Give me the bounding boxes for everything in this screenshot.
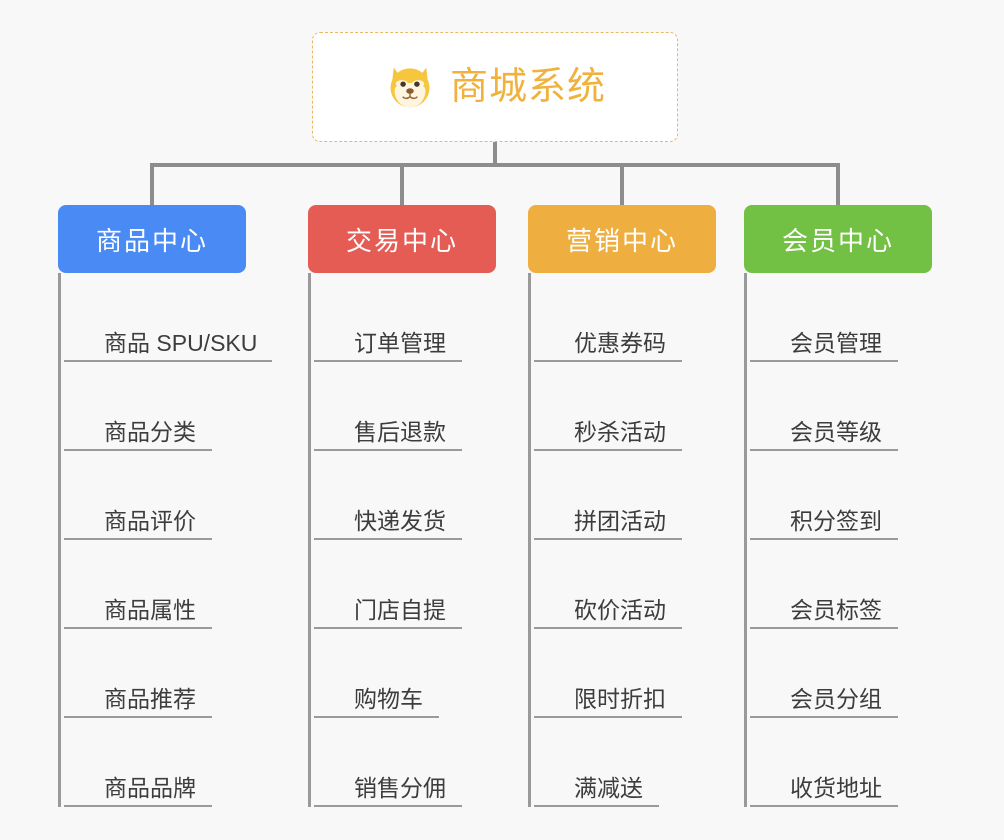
root-node[interactable]: 商城系统 <box>312 32 678 142</box>
category-header-4[interactable]: 会员中心 <box>744 205 932 273</box>
leaf-item[interactable]: 秒杀活动 <box>534 362 716 451</box>
connector-drop-1 <box>150 163 154 207</box>
leaf-item[interactable]: 商品属性 <box>64 540 246 629</box>
column-trade-center: 交易中心 订单管理 售后退款 快递发货 门店自提 购物车 销售分佣 <box>308 205 496 807</box>
leaf-label: 商品推荐 <box>104 685 196 712</box>
leaf-item[interactable]: 快递发货 <box>314 451 496 540</box>
category-header-label-4: 会员中心 <box>781 225 894 256</box>
leaf-item[interactable]: 购物车 <box>314 629 496 718</box>
leaf-label: 商品品牌 <box>104 774 196 801</box>
connector-drop-4 <box>836 163 840 207</box>
leaf-item[interactable]: 会员等级 <box>750 362 932 451</box>
leaf-label: 商品 SPU/SKU <box>104 329 258 356</box>
leaf-label: 满减送 <box>574 774 643 801</box>
leaf-label: 商品评价 <box>104 507 196 534</box>
leaf-label: 订单管理 <box>354 329 446 356</box>
leaf-label: 商品属性 <box>104 596 196 623</box>
dog-face-icon <box>390 67 430 108</box>
category-header-3[interactable]: 营销中心 <box>528 205 716 273</box>
leaf-label: 门店自提 <box>354 596 446 623</box>
leaf-item[interactable]: 销售分佣 <box>314 718 496 807</box>
leaf-item[interactable]: 订单管理 <box>314 273 496 362</box>
leaf-label: 拼团活动 <box>574 507 666 534</box>
leaf-item[interactable]: 门店自提 <box>314 540 496 629</box>
leaf-label: 秒杀活动 <box>574 418 666 445</box>
connector-drop-2 <box>400 163 404 207</box>
leaf-label: 售后退款 <box>354 418 446 445</box>
category-header-label-2: 交易中心 <box>345 225 458 256</box>
category-header-2[interactable]: 交易中心 <box>308 205 496 273</box>
leaf-item[interactable]: 会员分组 <box>750 629 932 718</box>
leaf-label: 会员标签 <box>790 596 882 623</box>
leaf-label: 商品分类 <box>104 418 196 445</box>
leaf-item[interactable]: 商品品牌 <box>64 718 246 807</box>
column-marketing-center: 营销中心 优惠券码 秒杀活动 拼团活动 砍价活动 限时折扣 满减送 <box>528 205 716 807</box>
leaf-label: 会员管理 <box>790 329 882 356</box>
leaf-item[interactable]: 积分签到 <box>750 451 932 540</box>
leaf-item[interactable]: 售后退款 <box>314 362 496 451</box>
leaf-item[interactable]: 会员标签 <box>750 540 932 629</box>
leaf-item[interactable]: 砍价活动 <box>534 540 716 629</box>
leaf-label: 积分签到 <box>790 507 882 534</box>
connector-horizontal-bus <box>150 163 840 167</box>
column-member-center: 会员中心 会员管理 会员等级 积分签到 会员标签 会员分组 收货地址 <box>744 205 932 807</box>
leaf-label: 快递发货 <box>354 507 446 534</box>
leaf-list-2: 订单管理 售后退款 快递发货 门店自提 购物车 销售分佣 <box>308 273 496 807</box>
leaf-label: 销售分佣 <box>354 774 446 801</box>
leaf-item[interactable]: 优惠券码 <box>534 273 716 362</box>
leaf-label: 会员分组 <box>790 685 882 712</box>
leaf-item[interactable]: 会员管理 <box>750 273 932 362</box>
leaf-list-4: 会员管理 会员等级 积分签到 会员标签 会员分组 收货地址 <box>744 273 932 807</box>
leaf-label: 优惠券码 <box>574 329 666 356</box>
column-product-center: 商品中心 商品 SPU/SKU 商品分类 商品评价 商品属性 商品推荐 商品品牌 <box>58 205 272 807</box>
leaf-label: 砍价活动 <box>574 596 666 623</box>
leaf-item[interactable]: 拼团活动 <box>534 451 716 540</box>
leaf-label: 会员等级 <box>790 418 882 445</box>
connector-drop-3 <box>620 163 624 207</box>
leaf-list-3: 优惠券码 秒杀活动 拼团活动 砍价活动 限时折扣 满减送 <box>528 273 716 807</box>
category-header-1[interactable]: 商品中心 <box>58 205 246 273</box>
leaf-label: 收货地址 <box>790 774 882 801</box>
category-header-label-3: 营销中心 <box>565 225 678 256</box>
leaf-list-1: 商品 SPU/SKU 商品分类 商品评价 商品属性 商品推荐 商品品牌 <box>58 273 272 807</box>
leaf-item[interactable]: 满减送 <box>534 718 716 807</box>
leaf-item[interactable]: 商品分类 <box>64 362 246 451</box>
leaf-label: 购物车 <box>354 685 423 712</box>
connector-root-stem <box>493 142 497 166</box>
leaf-item[interactable]: 商品 SPU/SKU <box>64 273 272 362</box>
leaf-label: 限时折扣 <box>574 685 666 712</box>
leaf-item[interactable]: 限时折扣 <box>534 629 716 718</box>
leaf-item[interactable]: 商品推荐 <box>64 629 246 718</box>
leaf-item[interactable]: 收货地址 <box>750 718 932 807</box>
root-title: 商城系统 <box>449 66 606 108</box>
category-header-label-1: 商品中心 <box>95 225 208 256</box>
leaf-item[interactable]: 商品评价 <box>64 451 246 540</box>
